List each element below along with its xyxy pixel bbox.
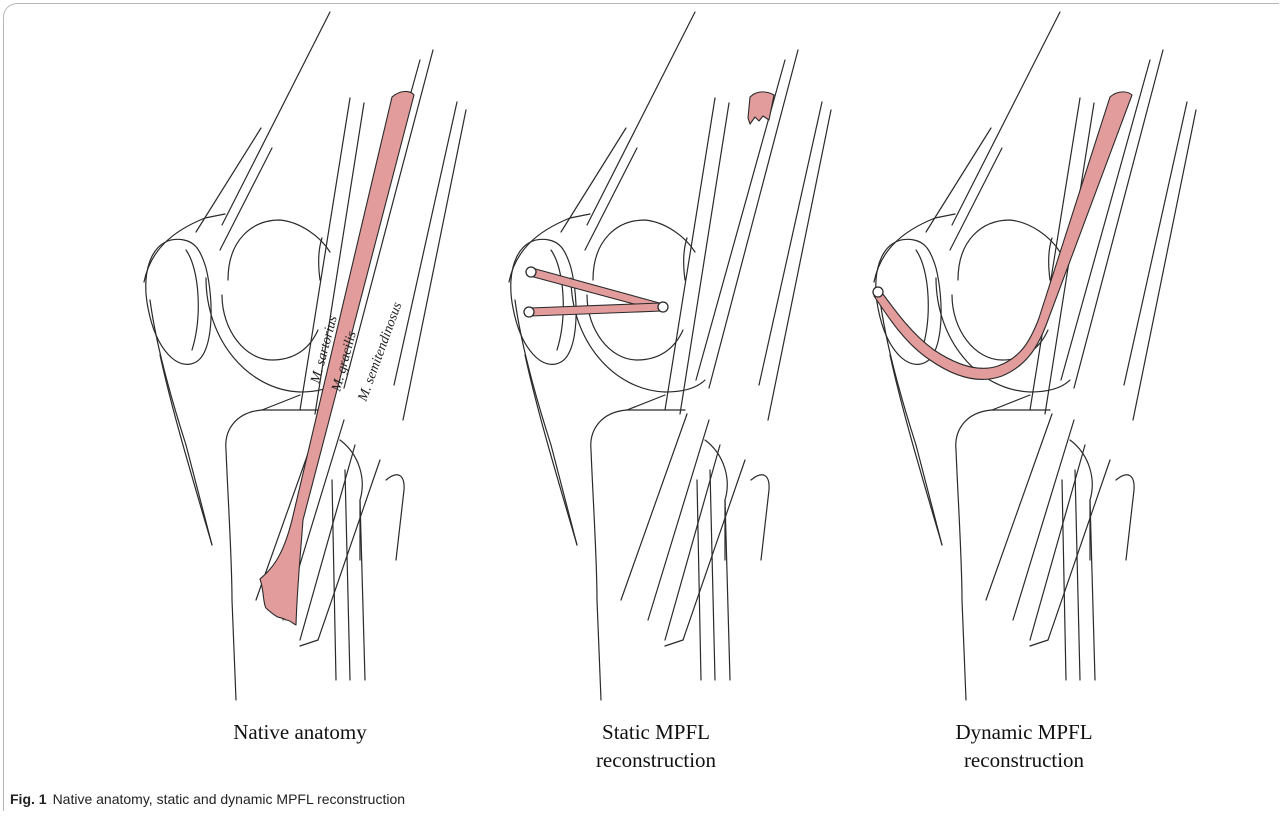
- panel-dynamic-mpfl: [873, 12, 1196, 700]
- anchor-patella-upper: [526, 267, 536, 277]
- panel-static-mpfl: [509, 12, 831, 700]
- figure-number: Fig. 1: [10, 791, 47, 807]
- gracilis-stump: [748, 92, 774, 124]
- figure-caption-text: Native anatomy, static and dynamic MPFL …: [53, 791, 405, 807]
- panel-label-dynamic-line-2: reconstruction: [874, 746, 1174, 774]
- panel-label-dynamic-line-1: Dynamic MPFL: [874, 718, 1174, 746]
- figure-caption: Fig. 1 Native anatomy, static and dynamic…: [10, 791, 405, 807]
- panel-label-dynamic: Dynamic MPFL reconstruction: [874, 718, 1174, 774]
- anchor-patella-lower: [524, 307, 534, 317]
- panel-native-anatomy: M. sartorius M. gracilis M. semitendinos…: [144, 12, 466, 700]
- panel-label-native-line-1: Native anatomy: [150, 718, 450, 746]
- panel-label-native: Native anatomy: [150, 718, 450, 746]
- static-graft-lower: [530, 303, 662, 316]
- anchor-femur: [658, 302, 668, 312]
- anchor-patella: [873, 287, 883, 297]
- panel-label-static-line-2: reconstruction: [506, 746, 806, 774]
- panel-label-static-line-1: Static MPFL: [506, 718, 806, 746]
- panel-label-static: Static MPFL reconstruction: [506, 718, 806, 774]
- dynamic-graft: [874, 92, 1132, 380]
